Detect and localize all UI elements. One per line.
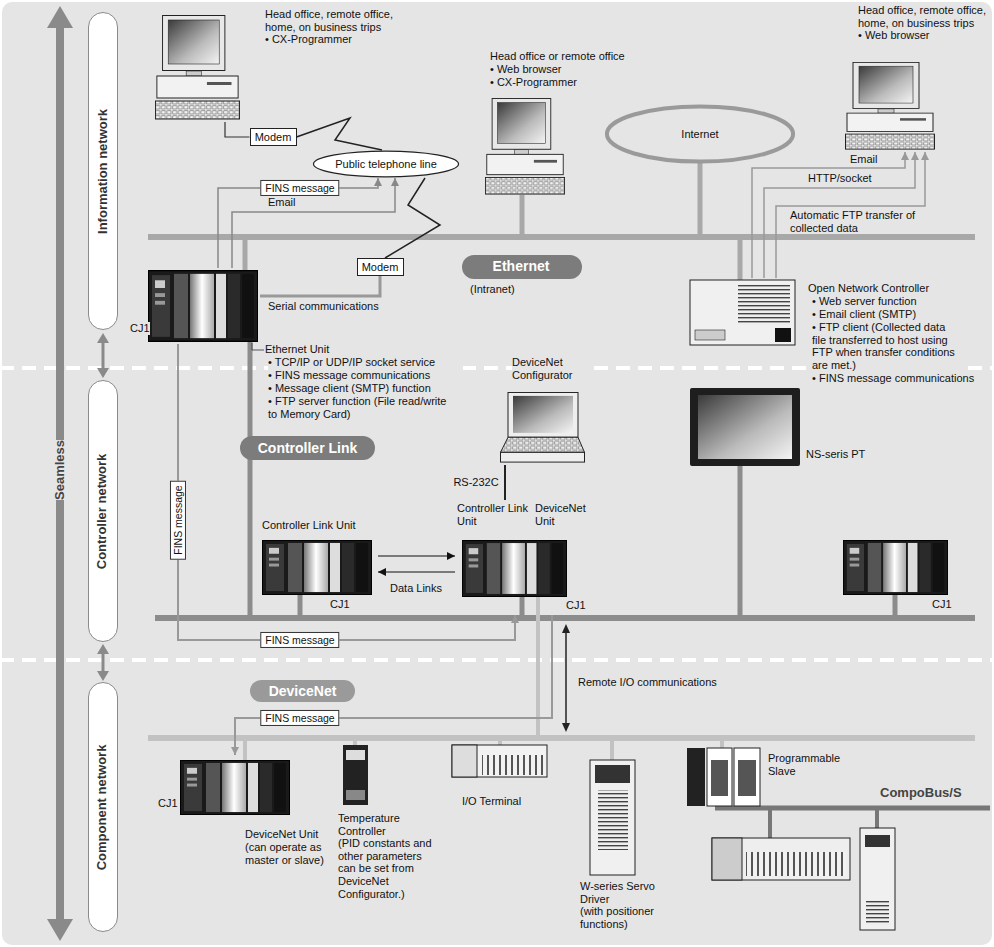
node-label: Controller Link <box>258 440 358 456</box>
caption: • Message client (SMTP) function <box>268 382 463 395</box>
caption: • Web browser <box>490 63 562 76</box>
connector <box>218 178 382 268</box>
configurator: DeviceNet Configurator <box>495 355 590 465</box>
caption: Head office or remote office <box>490 50 625 63</box>
internet-ellipse: Internet <box>605 104 795 164</box>
node-label: Modem <box>255 131 292 144</box>
caption: CJ1 <box>158 797 178 810</box>
caption: • Web browser <box>858 29 930 42</box>
node-label: Modem <box>362 261 399 274</box>
connector <box>505 465 506 500</box>
network-band: Controller network <box>88 380 118 642</box>
node-label: Component network <box>96 744 111 870</box>
connector <box>225 122 250 137</box>
bus-name: Controller Link <box>240 436 375 460</box>
plc: CJ1 <box>126 268 260 344</box>
caption: DeviceNet Unit <box>535 502 590 527</box>
connector-label: FINS message <box>260 710 339 726</box>
connector <box>378 552 455 560</box>
programmable-slave: Programmable Slave <box>685 745 850 820</box>
caption: (Intranet) <box>470 283 515 296</box>
plc: CJ1 <box>840 538 960 616</box>
computer: Head office, remote office, home, on bus… <box>150 5 425 122</box>
connector-label: HTTP/socket <box>808 172 872 185</box>
connector <box>378 568 455 576</box>
connector <box>232 178 399 268</box>
annotation: Seamless <box>53 440 68 500</box>
caption: DeviceNet Unit <box>245 828 350 841</box>
caption: • FTP client (Collected data file transf… <box>812 321 962 372</box>
connector-label: Data Links <box>390 582 442 595</box>
io-terminal: I/O Terminal <box>450 740 550 815</box>
caption: (with positioner functions) <box>580 905 672 930</box>
caption: CJ1 <box>566 599 586 612</box>
temperature-controller: Temperature Controller(PID constants and… <box>336 738 446 918</box>
caption: Temperature Controller <box>338 812 433 837</box>
caption: • Web server function <box>812 295 987 308</box>
caption: (PID constants and other parameters can … <box>338 837 440 900</box>
connector-label: FINS message <box>170 480 186 559</box>
connector-label: Serial communications <box>268 300 379 313</box>
annotation: CompoBus/S <box>880 786 962 801</box>
phone-line-ellipse: Public telephone line <box>312 150 460 178</box>
caption: • TCP/IP or UDP/IP socket service <box>268 356 463 369</box>
node-label: Controller network <box>96 453 111 569</box>
plc: CJ1DeviceNet Unit(can operate as master … <box>155 755 352 890</box>
caption: DeviceNet Configurator <box>512 356 587 381</box>
connector-label: RS-232C <box>453 476 498 489</box>
caption: Ethernet Unit <box>265 343 329 356</box>
connector-label: Email <box>850 153 878 166</box>
plc: Controller Link UnitCJ1 <box>248 513 378 613</box>
caption: Head office, remote office, home, on bus… <box>858 4 986 29</box>
caption: I/O Terminal <box>462 795 521 808</box>
network-band: Component network <box>88 682 118 932</box>
computer: Head office or remote office• Web browse… <box>485 48 650 93</box>
annotation: FINS message <box>260 632 339 648</box>
connector <box>260 276 380 296</box>
network-band: Information network <box>88 12 118 330</box>
caption: Head office, remote office, home, on bus… <box>265 8 415 33</box>
caption: Open Network Controller <box>808 282 929 295</box>
caption: (can operate as master or slave) <box>245 841 350 866</box>
programmable-terminal: NS-seris PT <box>688 388 867 468</box>
connector <box>385 178 440 258</box>
connector-label: FINS message <box>260 180 339 196</box>
caption: • CX-Programmer <box>265 33 352 46</box>
caption: CJ1 <box>130 322 150 335</box>
caption: CJ1 <box>330 598 350 611</box>
caption: • FTP server function (File read/write t… <box>268 395 453 420</box>
connector-label: Email <box>268 196 296 209</box>
node-label: Internet <box>681 128 718 141</box>
connector <box>231 615 552 755</box>
bus-name: Ethernet (Intranet) <box>462 255 582 298</box>
caption: Programmable Slave <box>768 752 848 777</box>
caption: W-series Servo Driver <box>580 880 658 905</box>
caption: Ethernet <box>462 258 580 274</box>
caption: • FINS message communications <box>812 372 987 385</box>
caption: CJ1 <box>932 598 952 611</box>
caption: Controller Link Unit <box>262 519 356 532</box>
unit-description: Ethernet Unit• TCP/IP or UDP/IP socket s… <box>262 340 467 425</box>
connector-label: Automatic FTP transfer of collected data <box>790 209 940 234</box>
caption: • Email client (SMTP) <box>812 308 987 321</box>
bus-name: DeviceNet <box>250 680 355 702</box>
caption: Controller Link Unit <box>457 502 532 527</box>
plc: Controller Link UnitDeviceNet UnitCJ1 <box>455 500 592 615</box>
network-controller: Open Network Controller• Web server func… <box>688 278 990 413</box>
caption: • CX-Programmer <box>490 76 577 89</box>
node-label: Public telephone line <box>335 158 437 171</box>
modem-box: Modem <box>357 258 404 276</box>
node-label: Information network <box>96 109 111 234</box>
connector <box>297 118 383 150</box>
modem-box: Modem <box>250 128 297 146</box>
node-label: DeviceNet <box>269 683 337 699</box>
computer: Head office, remote office, home, on bus… <box>840 2 988 152</box>
connector <box>178 344 519 640</box>
servo-driver: W-series Servo Driver(with positioner fu… <box>578 755 688 935</box>
caption: NS-seris PT <box>806 448 865 461</box>
caption: • FINS message communications <box>268 369 463 382</box>
annotation: Remote I/O communications <box>578 676 717 689</box>
